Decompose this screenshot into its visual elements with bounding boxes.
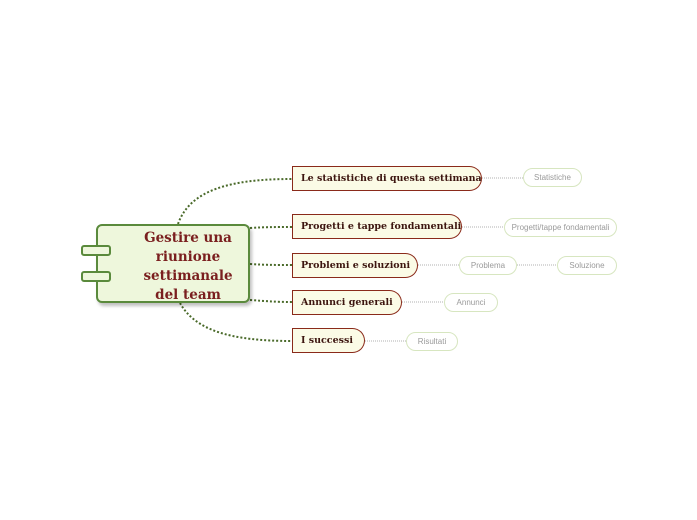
root-tab-top [81,245,111,256]
connector-root-problemi [249,263,293,266]
branch-problemi[interactable]: Problemi e soluzioni [293,253,418,278]
connector-root-statistiche [177,178,293,225]
leaf-risultati[interactable]: Risultati [406,332,458,351]
branch-successi[interactable]: I successi [293,328,365,353]
root-title: Gestire una riunione settimanale del tea… [143,230,233,303]
leaf-annunci[interactable]: Annunci [444,293,498,312]
connector-root-annunci [249,299,293,303]
root-node[interactable] [96,224,250,303]
branch-progetti[interactable]: Progetti e tappe fondamentali [293,214,462,239]
leaf-progetti[interactable]: Progetti/tappe fondamentali [504,218,617,237]
root-tab-bottom [81,271,111,282]
connector-root-progetti [249,226,293,229]
leaf-problema[interactable]: Problema [459,256,517,275]
leaf-statistiche[interactable]: Statistiche [523,168,582,187]
leaf-soluzione[interactable]: Soluzione [557,256,617,275]
connector-root-successi [179,302,293,342]
branch-statistiche[interactable]: Le statistiche di questa settimana [293,166,482,191]
branch-annunci[interactable]: Annunci generali [293,290,402,315]
